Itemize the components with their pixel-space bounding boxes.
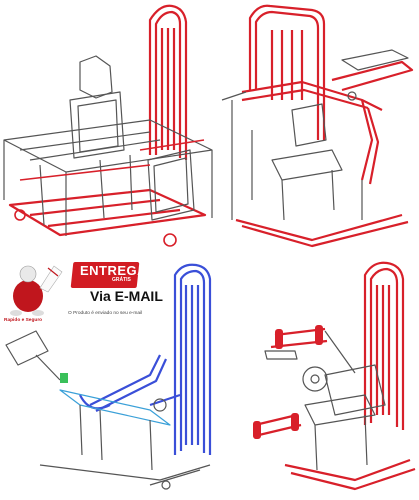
incline-press-illustration bbox=[0, 255, 225, 500]
leg-extension-illustration bbox=[225, 255, 419, 500]
entrega-subtitle: GRÁTIS bbox=[112, 277, 131, 283]
delivery-note: O Produto é enviado no seu e-mail bbox=[68, 311, 143, 316]
mascot-caption: Rapido e Seguro bbox=[4, 318, 43, 323]
delivery-badge: Rapido e Seguro ENTREGA GRÁTIS Via E-MAI… bbox=[2, 258, 172, 368]
entrega-title: ENTREGA bbox=[80, 263, 148, 278]
mascot-icon bbox=[10, 265, 63, 316]
chair-press-illustration bbox=[212, 0, 419, 255]
leg-press-illustration bbox=[0, 0, 215, 255]
delivery-method: Via E-MAIL bbox=[90, 288, 163, 304]
